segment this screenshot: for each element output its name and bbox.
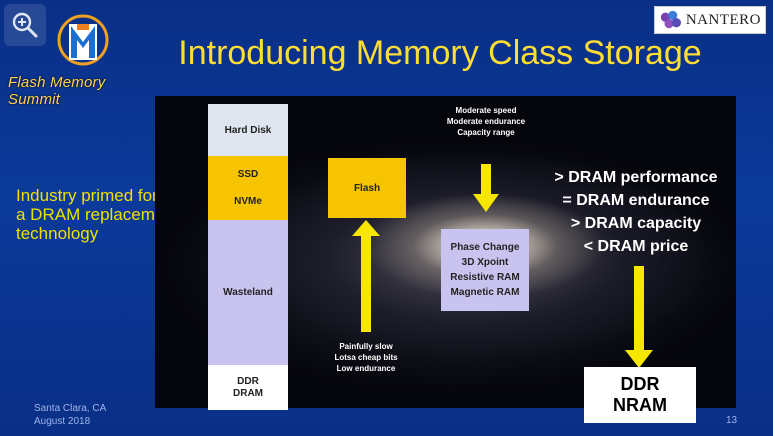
emerging-item: Phase Change: [450, 242, 520, 253]
stack-label: DRAM: [233, 387, 263, 399]
footer-date: August 2018: [34, 416, 91, 427]
flash-notes: Painfully slow Lotsa cheap bits Low endu…: [318, 341, 414, 374]
stack-ssd-nvme: SSD NVMe: [208, 156, 288, 220]
stack-label: SSD: [237, 169, 259, 180]
industry-text-line: Industry primed for: [16, 186, 158, 205]
ddr-nram-box: DDR NRAM: [584, 367, 696, 423]
target-line: < DRAM price: [583, 238, 689, 255]
emerging-item: Resistive RAM: [450, 272, 520, 283]
emerging-item: 3D Xpoint: [461, 257, 509, 268]
arrow-down-icon: [473, 164, 499, 212]
footer-info: Santa Clara, CA August 2018: [34, 402, 106, 428]
footer-location: Santa Clara, CA: [34, 403, 107, 414]
moderate-note: Capacity range: [457, 128, 515, 137]
emerging-memory-box: Phase Change 3D Xpoint Resistive RAM Mag…: [441, 229, 529, 311]
zoom-in-icon: [12, 12, 38, 38]
flash-note: Lotsa cheap bits: [334, 353, 398, 362]
dram-targets: > DRAM performance = DRAM endurance > DR…: [523, 166, 749, 258]
industry-text-line: technology: [16, 224, 99, 243]
nantero-brand-text: NANTERO: [685, 11, 761, 28]
slide-title: Introducing Memory Class Storage: [178, 34, 702, 72]
stack-label: NVMe: [234, 196, 262, 207]
industry-text: Industry primed for a DRAM replacement t…: [16, 186, 196, 243]
emerging-item: Magnetic RAM: [450, 287, 520, 298]
target-line: > DRAM capacity: [570, 215, 702, 232]
target-line: = DRAM endurance: [562, 192, 710, 209]
ddr-nram-line: DDR: [620, 374, 660, 394]
moderate-note: Moderate endurance: [446, 117, 526, 126]
arrow-up-icon: [352, 220, 380, 332]
flash-box: Flash: [328, 158, 406, 218]
stack-ddr-dram: DDR DRAM: [208, 365, 288, 410]
flash-note: Low endurance: [336, 364, 396, 373]
stack-hard-disk: Hard Disk: [208, 104, 288, 156]
nantero-logo: NANTERO: [654, 6, 766, 34]
arrow-down-icon: [625, 266, 653, 368]
industry-text-line: a DRAM replacement: [16, 205, 179, 224]
fms-logo-text: Flash Memory Summit: [8, 74, 106, 108]
target-line: > DRAM performance: [554, 169, 718, 186]
flash-note: Painfully slow: [339, 342, 393, 351]
flash-label: Flash: [353, 182, 381, 194]
moderate-notes: Moderate speed Moderate endurance Capaci…: [436, 105, 536, 138]
stack-wasteland: Wasteland: [208, 220, 288, 365]
stack-label: DDR: [237, 375, 259, 387]
nantero-logo-icon: [660, 10, 681, 29]
moderate-note: Moderate speed: [455, 106, 517, 115]
stack-label: Hard Disk: [224, 124, 272, 136]
stack-label: Wasteland: [223, 287, 273, 298]
page-number: 13: [726, 415, 738, 426]
zoom-button[interactable]: [4, 4, 46, 46]
ddr-nram-line: NRAM: [613, 395, 667, 415]
fms-logo-icon: [57, 14, 109, 66]
